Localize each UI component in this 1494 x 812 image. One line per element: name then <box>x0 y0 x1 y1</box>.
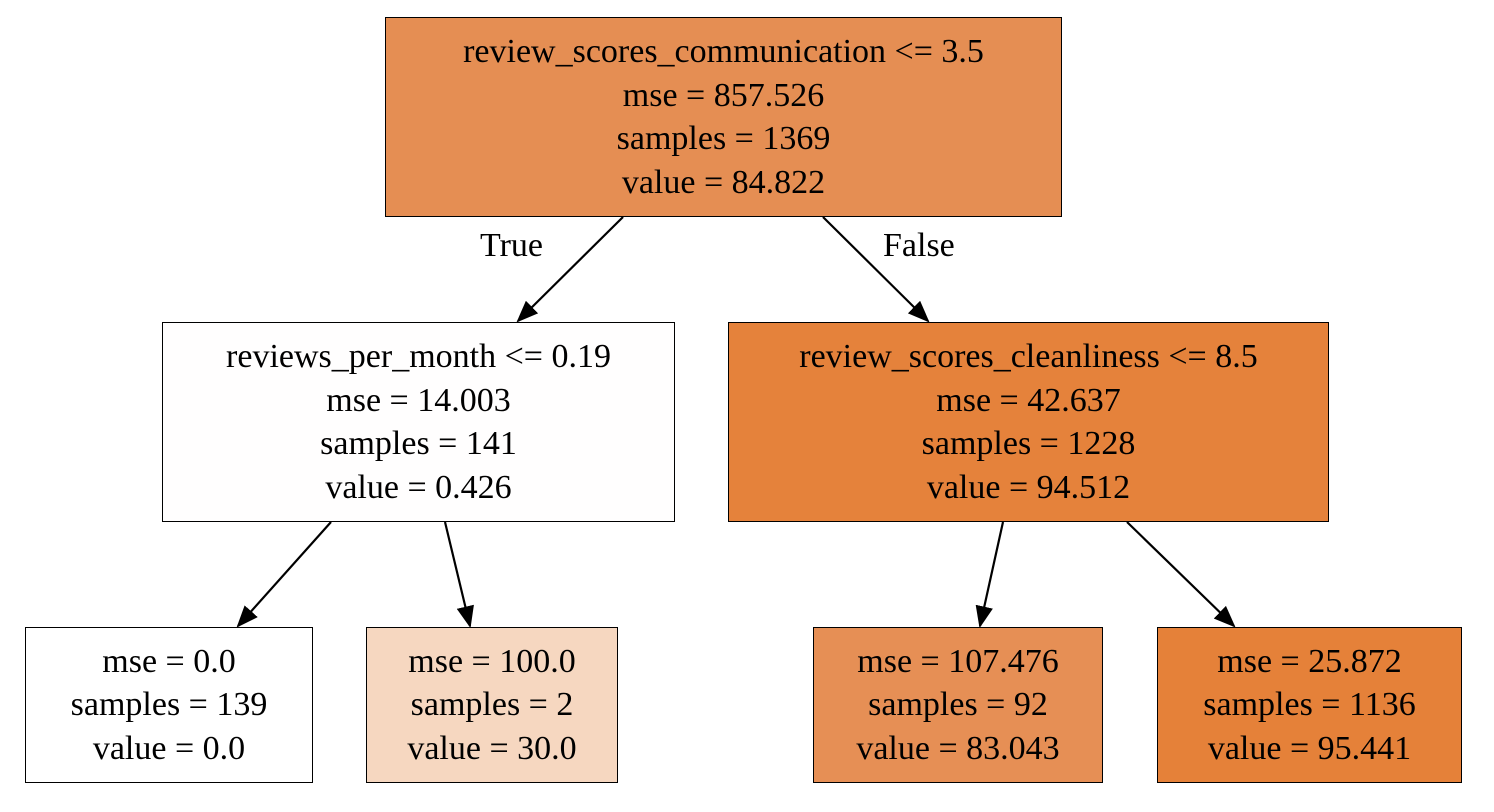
edge-n2-n5 <box>975 521 1005 629</box>
leaf-node: mse = 25.872 samples = 1136 value = 95.4… <box>1157 627 1462 783</box>
node-mse: mse = 107.476 <box>857 642 1059 680</box>
leaf-node: mse = 100.0 samples = 2 value = 30.0 <box>366 627 618 783</box>
leaf-node: mse = 107.476 samples = 92 value = 83.04… <box>813 627 1103 783</box>
node-mse: mse = 100.0 <box>408 642 576 680</box>
node-value: value = 0.0 <box>92 729 246 767</box>
node-samples: samples = 1136 <box>1203 686 1416 724</box>
node-value: value = 83.043 <box>856 729 1060 767</box>
node-mse: mse = 14.003 <box>326 381 511 419</box>
left-split-node: reviews_per_month <= 0.19 mse = 14.003 s… <box>162 322 675 522</box>
right-split-node: review_scores_cleanliness <= 8.5 mse = 4… <box>728 322 1329 522</box>
node-value: value = 0.426 <box>325 468 512 506</box>
edge-n1-n4 <box>443 521 474 629</box>
node-samples: samples = 92 <box>868 686 1048 724</box>
node-samples: samples = 141 <box>320 425 517 462</box>
root-node: review_scores_communication <= 3.5 mse =… <box>385 17 1062 217</box>
node-mse: mse = 25.872 <box>1217 642 1402 680</box>
edge-n1-n3 <box>236 521 332 628</box>
node-condition: review_scores_cleanliness <= 8.5 <box>799 338 1258 375</box>
node-value: value = 84.822 <box>621 163 826 201</box>
node-value: value = 94.512 <box>926 468 1131 506</box>
edge-n2-n6 <box>1126 521 1236 628</box>
node-condition: reviews_per_month <= 0.19 <box>226 338 611 375</box>
leaf-node: mse = 0.0 samples = 139 value = 0.0 <box>25 627 313 783</box>
node-samples: samples = 139 <box>70 686 268 724</box>
node-samples: samples = 2 <box>410 686 574 724</box>
node-mse: mse = 0.0 <box>102 642 236 680</box>
node-condition: review_scores_communication <= 3.5 <box>463 33 984 70</box>
edge-label-true: True <box>480 227 543 264</box>
node-mse: mse = 42.637 <box>936 381 1121 419</box>
node-samples: samples = 1228 <box>921 425 1136 462</box>
edge-label-false: False <box>883 227 955 264</box>
node-mse: mse = 857.526 <box>622 76 825 114</box>
node-value: value = 30.0 <box>407 729 577 767</box>
node-value: value = 95.441 <box>1207 729 1412 767</box>
node-samples: samples = 1369 <box>616 120 831 157</box>
